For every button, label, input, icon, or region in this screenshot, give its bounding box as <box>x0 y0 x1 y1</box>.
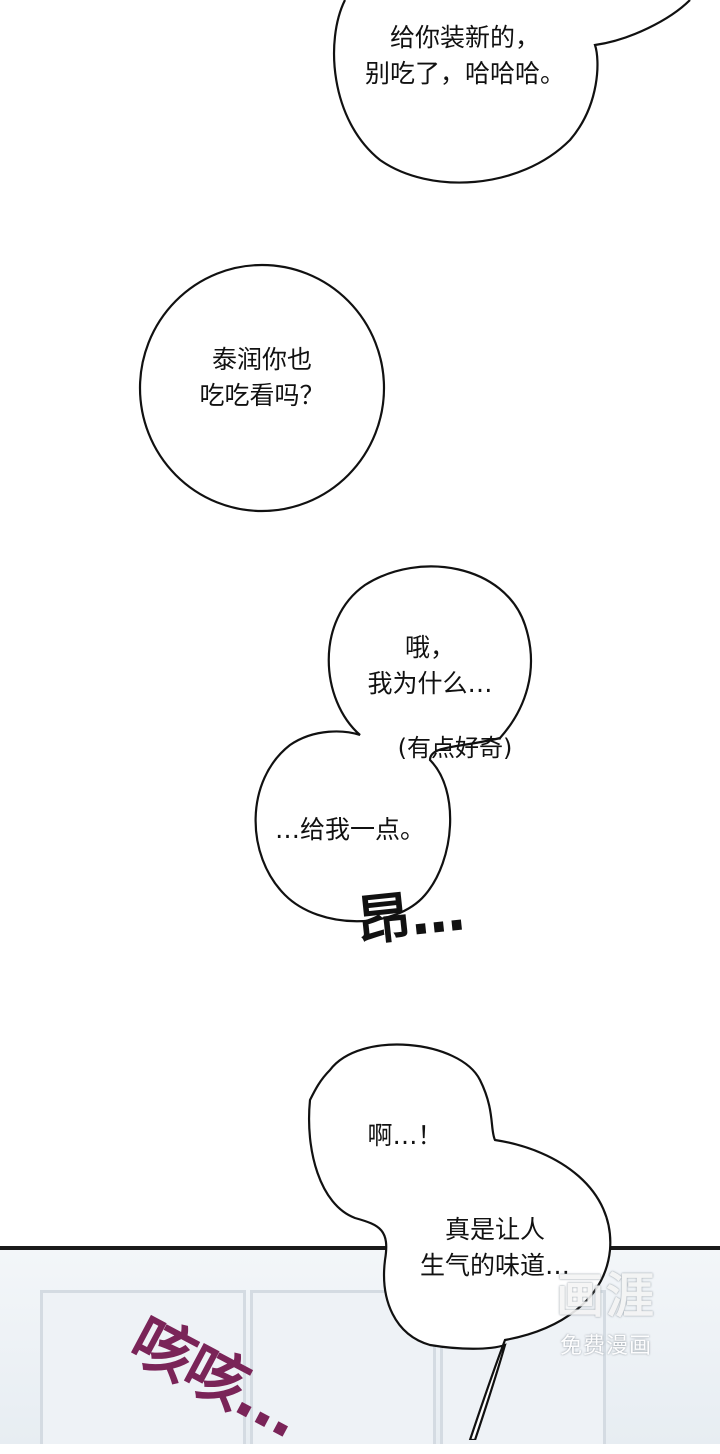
bubble-2-text: 泰润你也 吃吃看吗？ <box>199 345 325 410</box>
window-pane <box>40 1290 246 1444</box>
bubble-5b-text: 真是让人 生气的味道… <box>419 1215 570 1280</box>
chomp-sound-effect: 昂… <box>353 879 468 954</box>
bubble-5a-text: 啊…！ <box>367 1121 443 1150</box>
watermark: 画涯 免费漫画 <box>556 1256 656 1360</box>
bubble-3-4-outline <box>254 565 533 923</box>
bubble-3-aside-text: (有点好奇) <box>397 734 513 762</box>
bubble-1-outline <box>332 0 691 184</box>
watermark-logo: 画涯 <box>555 1268 656 1324</box>
bubble-2-outline <box>138 263 386 513</box>
bubble-5-outline <box>308 1043 612 1440</box>
bubble-1-text: 给你装新的， 别吃了，哈哈哈。 <box>364 23 565 88</box>
watermark-subtitle: 免费漫画 <box>559 1334 652 1359</box>
bubble-3-text: 哦， 我为什么… <box>367 633 493 698</box>
bubble-4-text: …给我一点。 <box>274 815 425 844</box>
